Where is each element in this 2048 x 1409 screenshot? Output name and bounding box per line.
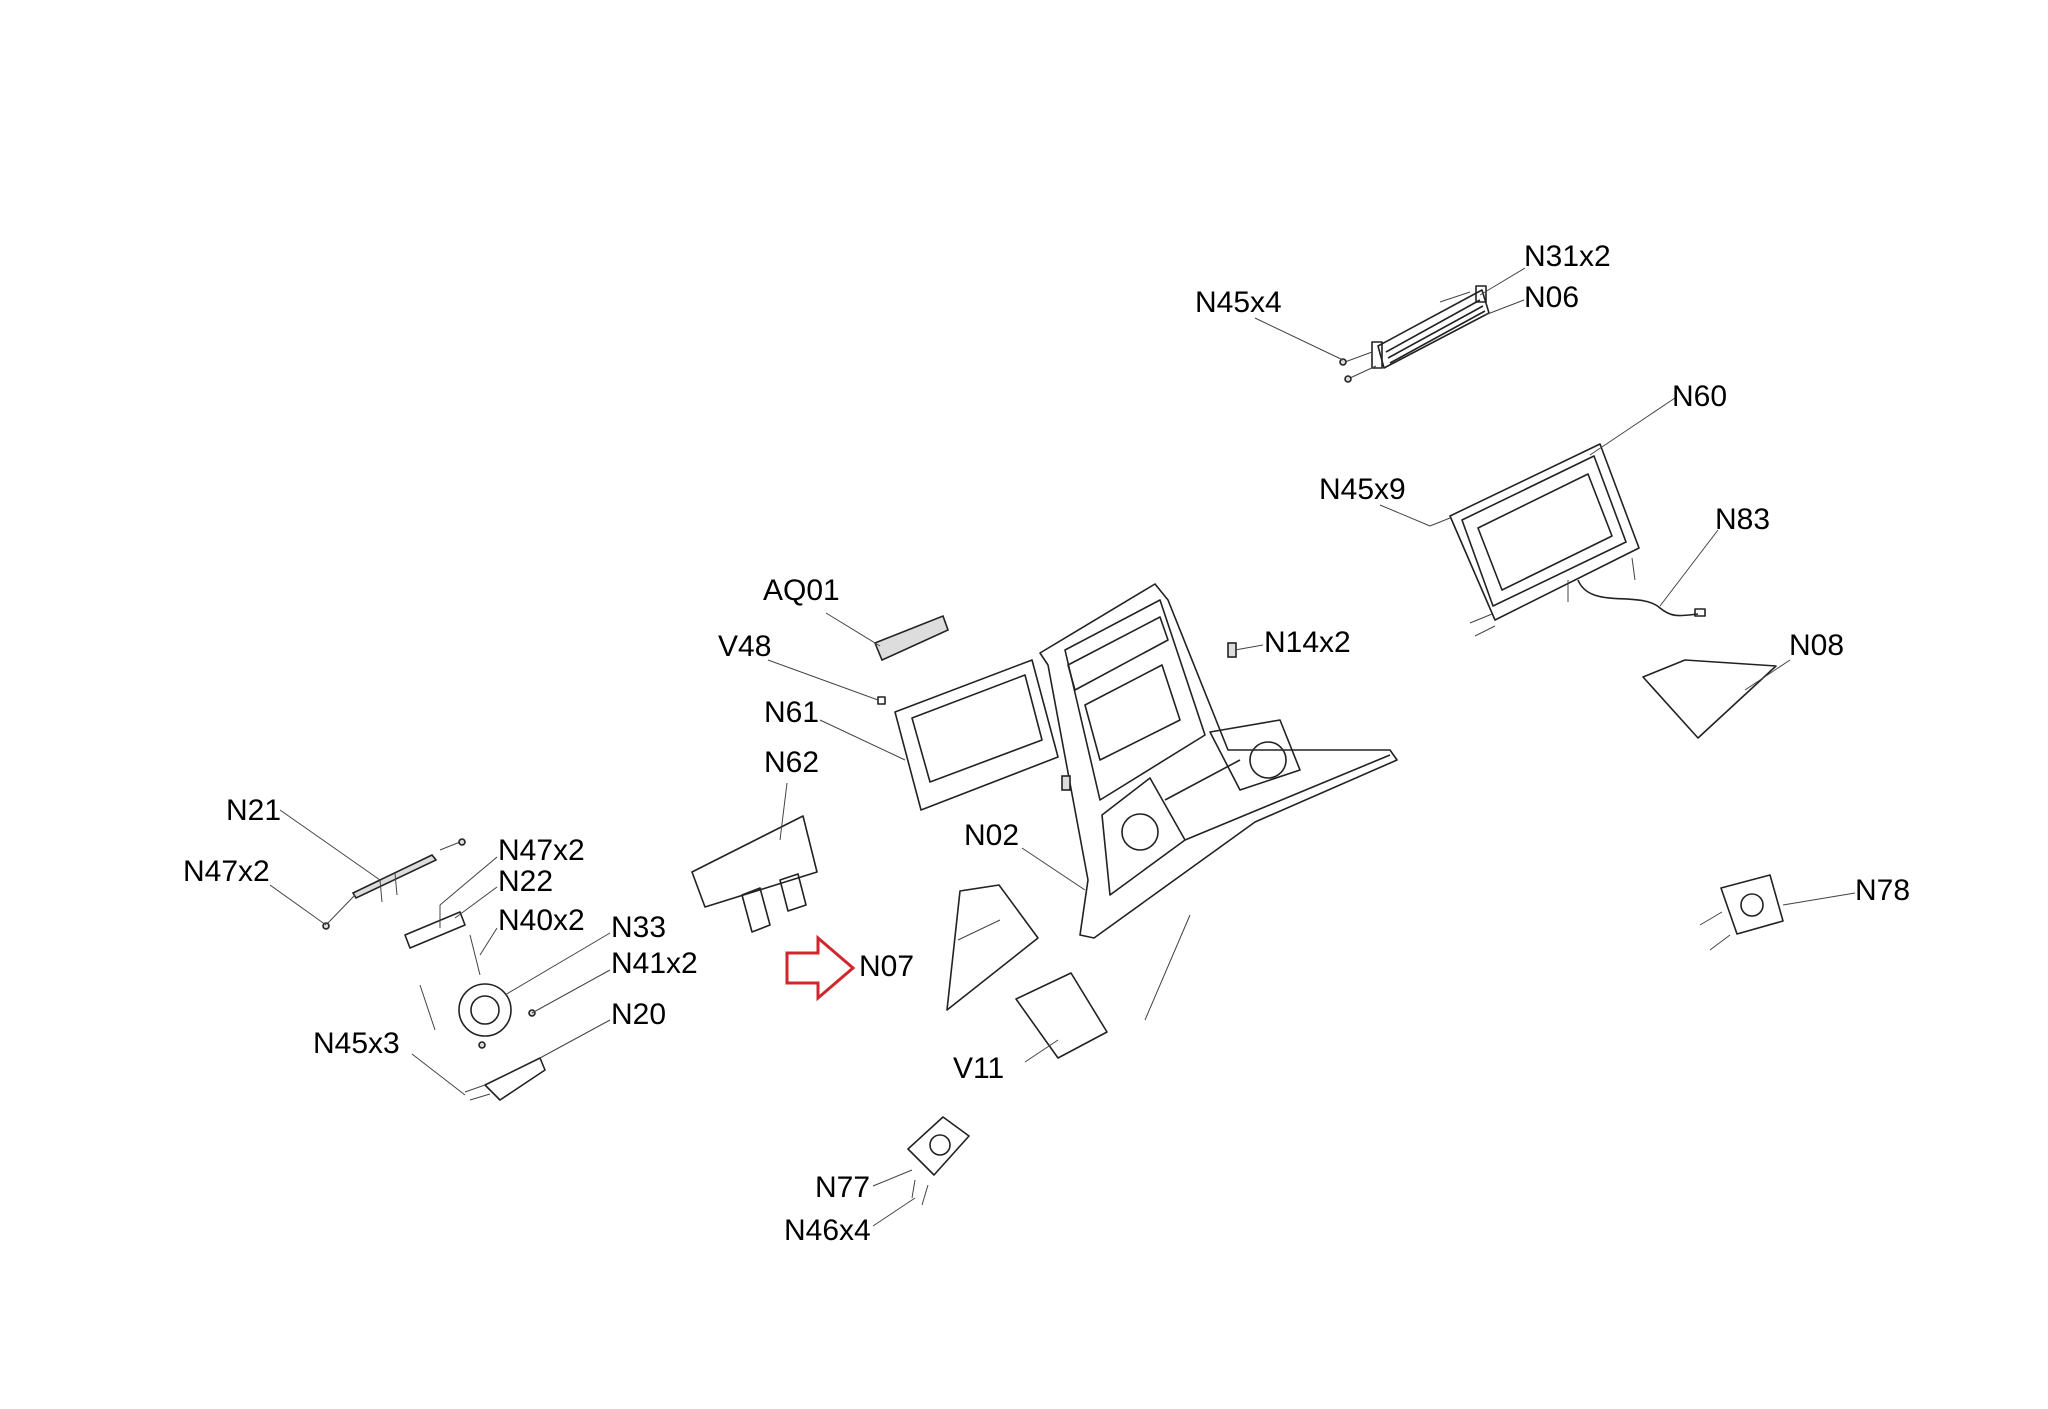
part-v11: [1015, 972, 1108, 1059]
cable-connector: [1694, 608, 1706, 617]
highlight-arrow-icon: [785, 934, 856, 1002]
label-n07: N07: [859, 950, 914, 983]
label-n14x2: N14x2: [1264, 626, 1351, 659]
label-n40x2: N40x2: [498, 904, 585, 937]
label-n60: N60: [1672, 380, 1727, 413]
part-n14-clip: [1061, 775, 1071, 791]
part-n77-bracket: [907, 1116, 970, 1206]
label-v11: V11: [953, 1052, 1004, 1085]
label-n22: N22: [498, 865, 553, 898]
label-n33: N33: [611, 911, 666, 944]
part-n83-cable: [1577, 579, 1699, 617]
part-n22-bracket: [404, 911, 466, 949]
label-n77: N77: [815, 1171, 870, 1204]
part-n60-display: [1429, 443, 1640, 637]
part-n14-clip: [1227, 642, 1237, 658]
label-n06: N06: [1524, 281, 1579, 314]
label-n45x9: N45x9: [1319, 473, 1406, 506]
part-n61-overlay: [894, 659, 1059, 811]
label-aq01: AQ01: [763, 574, 840, 607]
label-n47x2-left: N47x2: [183, 855, 270, 888]
leader-lines: [269, 267, 1856, 1227]
part-n62-keypad: [691, 815, 818, 933]
part-v48: [877, 696, 886, 705]
label-n08: N08: [1789, 629, 1844, 662]
label-n41x2: N41x2: [611, 947, 698, 980]
label-n62: N62: [764, 746, 819, 779]
part-n21-bar: [322, 838, 466, 930]
part-n07-cover: [946, 884, 1039, 1011]
part-n06-grille: [1339, 285, 1490, 383]
label-v48: V48: [718, 630, 771, 663]
part-n02-console: [1039, 583, 1398, 939]
part-aq01-badge: [873, 614, 950, 662]
label-n61: N61: [764, 696, 819, 729]
label-n02: N02: [964, 819, 1019, 852]
label-n20: N20: [611, 998, 666, 1031]
label-n45x3: N45x3: [313, 1027, 400, 1060]
label-n46x4: N46x4: [784, 1214, 871, 1247]
label-n45x4: N45x4: [1195, 286, 1282, 319]
label-n31x2: N31x2: [1524, 240, 1611, 273]
part-n33-fan: [458, 983, 512, 1037]
label-n78: N78: [1855, 874, 1910, 907]
part-n20-bracket: [484, 1057, 546, 1101]
part-n78-bracket: [1699, 874, 1784, 951]
label-n83: N83: [1715, 503, 1770, 536]
label-n47x2-right: N47x2: [498, 834, 585, 867]
part-n08-cover: [1642, 659, 1777, 739]
label-n21: N21: [226, 794, 281, 827]
